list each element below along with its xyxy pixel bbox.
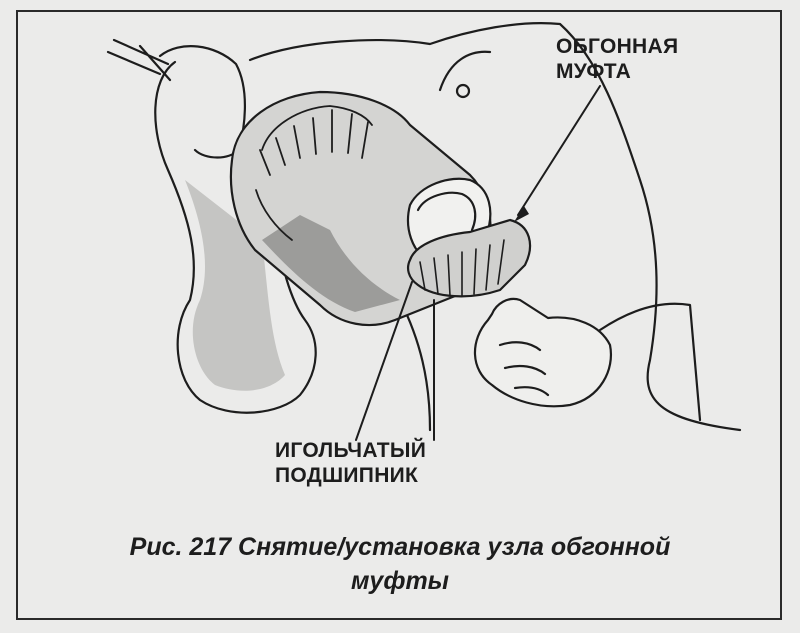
label-line: МУФТА bbox=[556, 60, 632, 83]
sleeve-shade bbox=[185, 180, 285, 391]
bearing-leader-line-1 bbox=[355, 281, 413, 441]
shirt-button bbox=[455, 83, 471, 99]
left-hand bbox=[158, 45, 246, 159]
cup-rim bbox=[416, 191, 477, 232]
label-needle-bearing: ИГОЛЬЧАТЫЙ ПОДШИПНИК bbox=[275, 438, 426, 488]
right-hand-fingers bbox=[498, 341, 550, 397]
label-line: ПОДШИПНИК bbox=[275, 464, 419, 487]
label-line: ИГОЛЬЧАТЫЙ bbox=[275, 439, 427, 462]
clutch-ring-teeth bbox=[419, 239, 505, 297]
drive-shaft bbox=[106, 38, 172, 82]
label-overrunning-clutch: ОБГОННАЯ МУФТА bbox=[556, 34, 678, 84]
caption-line: муфты bbox=[350, 567, 450, 595]
drum-band-shade bbox=[262, 215, 400, 312]
figure-caption: Рис. 217 Снятие/установка узла обгонной … bbox=[20, 530, 780, 598]
torso-outline bbox=[248, 22, 742, 432]
clutch-leader-arrow bbox=[514, 206, 529, 222]
spline-ring bbox=[255, 105, 373, 241]
clutch-leader-line bbox=[517, 85, 601, 216]
label-line: ОБГОННАЯ bbox=[556, 35, 679, 58]
right-hand bbox=[473, 297, 613, 408]
right-cuff bbox=[598, 302, 702, 422]
figure-frame bbox=[16, 10, 782, 620]
left-sleeve bbox=[154, 60, 317, 414]
caption-line: Рис. 217 Снятие/установка узла обгонной bbox=[129, 533, 671, 561]
